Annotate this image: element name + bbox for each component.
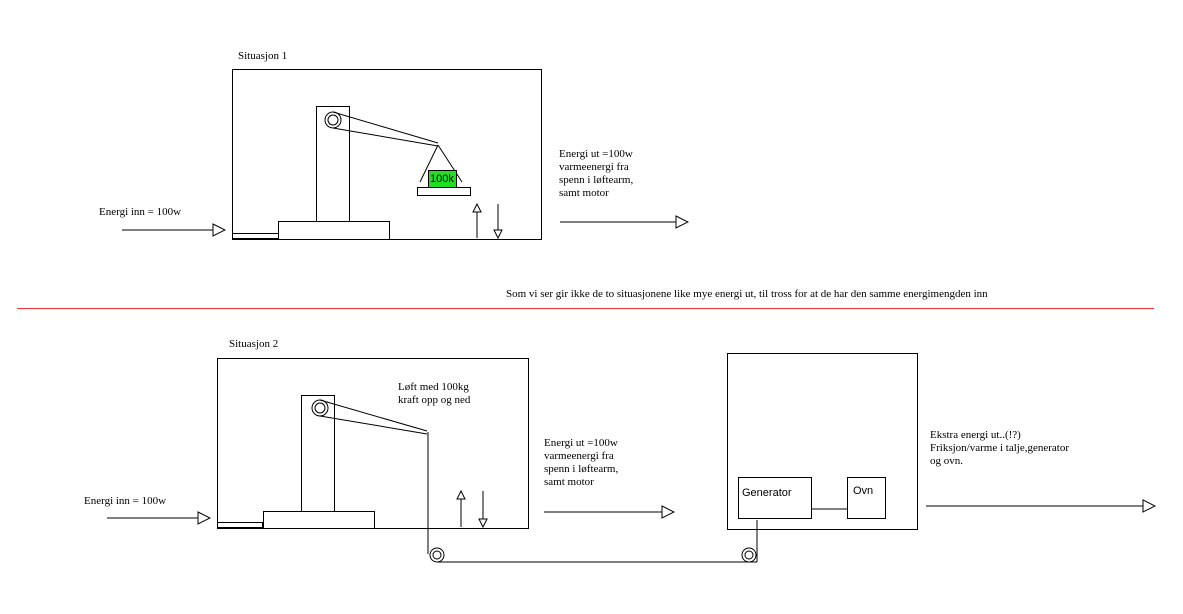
generator-box <box>738 477 812 519</box>
situation-2-energy-out-line: varmeenergi fra <box>544 450 614 462</box>
situation-2-lower-pulley-left-inner <box>432 550 442 560</box>
situation-2-input-shaft <box>217 522 263 528</box>
situation-1-arm-top <box>332 111 439 144</box>
situation-2-pulley-inner <box>314 402 326 414</box>
situation-1-platform <box>417 187 471 196</box>
situation-2-energy-in: Energi inn = 100w <box>84 495 167 507</box>
situation-2-lower-pulley-right-outer <box>741 547 757 563</box>
extra-energy-out-line: Ekstra energi ut..(!?) <box>930 429 1021 441</box>
situation-2-arm-bottom <box>319 415 428 435</box>
situation-1-energy-out-line: Energi ut =100w <box>559 148 633 160</box>
situation-2-lift-note-line: Løft med 100kg <box>398 381 469 393</box>
situation-1-energy-out-line: samt motor <box>559 187 609 199</box>
situation-2-energy-out: Energi ut =100w varmeenergi fra spenn i … <box>544 437 618 489</box>
situation-1-hanger-right <box>437 144 463 183</box>
situation-2-lift-note: Løft med 100kg kraft opp og ned <box>398 381 470 407</box>
situation-2 <box>107 353 1155 563</box>
situation-2-energy-out-line: spenn i løftearm, <box>544 463 619 475</box>
situation-1-input-shaft <box>232 233 279 239</box>
situation-1-column <box>316 106 350 222</box>
situation-1-weight-label: 100k <box>430 173 454 185</box>
situation-1-pulley-outer <box>324 111 342 129</box>
situation-1 <box>122 69 688 240</box>
situation-2-frame <box>217 358 529 529</box>
situation-1-pulley-inner <box>327 114 339 126</box>
situation-1-arm-bottom <box>332 127 439 147</box>
oven-box <box>847 477 886 519</box>
situation-2-energy-out-line: Energi ut =100w <box>544 437 618 449</box>
oven-label: Ovn <box>853 485 874 497</box>
situation-2-lower-pulley-left-outer <box>429 547 445 563</box>
situation-2-energy-out-line: samt motor <box>544 476 594 488</box>
situation-1-title: Situasjon 1 <box>238 50 288 62</box>
situation-1-frame <box>232 69 542 240</box>
extra-energy-out: Ekstra energi ut..(!?) Friksjon/varme i … <box>930 429 1069 468</box>
situation-2-column <box>301 395 335 512</box>
situation-1-base <box>278 221 390 240</box>
situation-1-hanger-left <box>419 144 439 183</box>
generator-label: Generator <box>742 487 792 499</box>
extra-energy-out-line: og ovn. <box>930 455 963 467</box>
situation-1-energy-in: Energi inn = 100w <box>99 206 182 218</box>
extra-energy-out-line: Friksjon/varme i talje,generator <box>930 442 1069 454</box>
situation-1-energy-out-line: varmeenergi fra <box>559 161 629 173</box>
situation-1-energy-out: Energi ut =100w varmeenergi fra spenn i … <box>559 148 633 200</box>
situation-2-title: Situasjon 2 <box>229 338 279 350</box>
situation-2-lower-pulley-right-inner <box>744 550 754 560</box>
situation-2-arm-top <box>319 399 428 432</box>
situation-2-pulley-outer <box>311 399 329 417</box>
situation-2-lift-note-line: kraft opp og ned <box>398 394 471 406</box>
situation-2-base <box>263 511 375 529</box>
conclusion-text: Som vi ser gir ikke de to situasjonene l… <box>506 288 988 300</box>
generator-housing <box>727 353 918 530</box>
situation-1-energy-out-line: spenn i løftearm, <box>559 174 634 186</box>
